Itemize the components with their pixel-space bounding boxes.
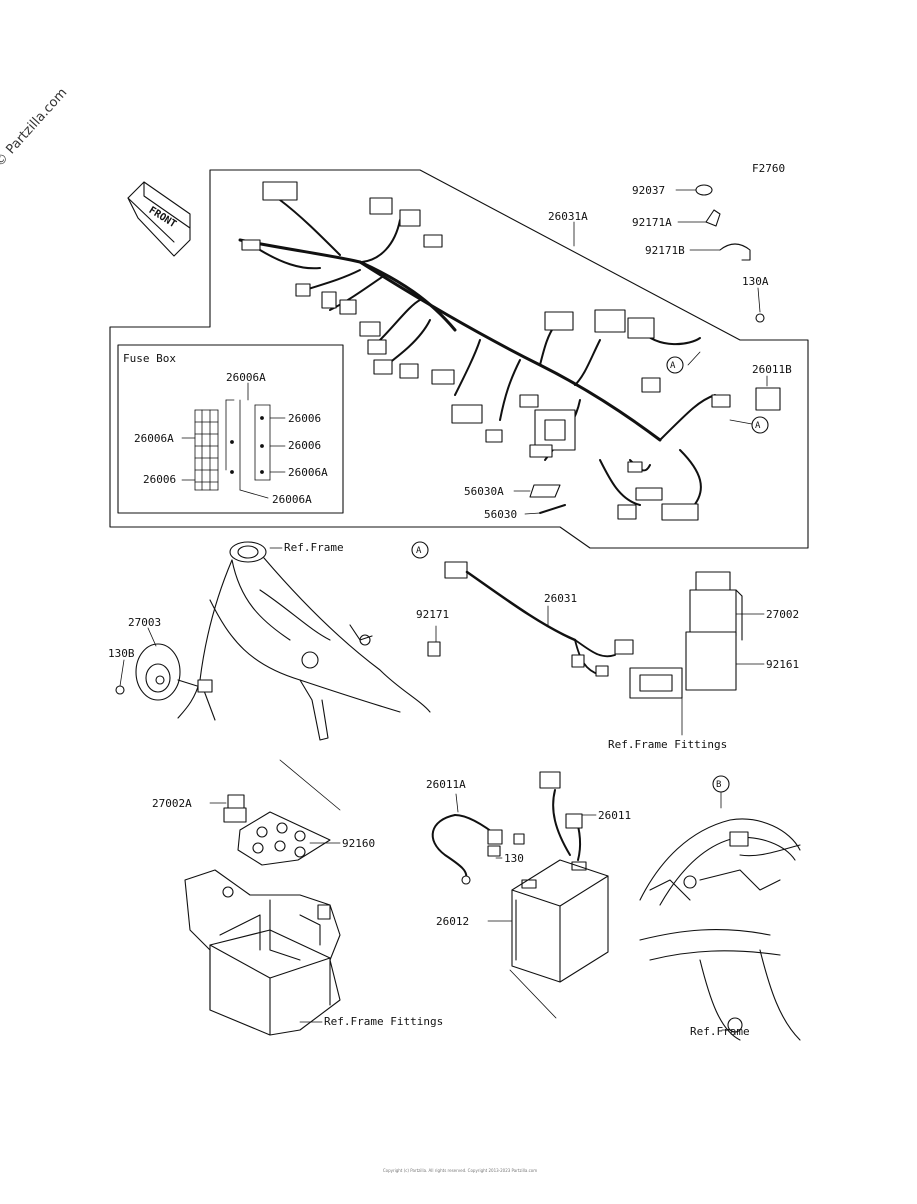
part-label-130B[interactable]: 130B	[108, 647, 135, 660]
part-label-26011[interactable]: 26011	[598, 809, 632, 822]
ref-frame-fittings-label-1[interactable]: Ref.Frame Fittings	[608, 738, 728, 751]
part-label-92037[interactable]: 92037	[632, 184, 666, 197]
part-26012-battery	[487, 859, 609, 983]
part-92037-shape	[695, 184, 713, 196]
part-92171B-shape	[719, 243, 751, 261]
part-label-130A[interactable]: 130A	[742, 275, 769, 288]
leader-26011A	[455, 793, 459, 813]
part-label-56030A[interactable]: 56030A	[464, 485, 504, 498]
part-label-92160[interactable]: 92160	[342, 837, 376, 850]
harness-connectors	[241, 181, 731, 521]
front-arrow-icon	[127, 181, 191, 257]
main-harness-26031A	[238, 238, 662, 442]
ref-frame-label-1[interactable]: Ref.Frame	[284, 541, 344, 554]
ref-frame-fittings-label-2[interactable]: Ref.Frame Fittings	[324, 1015, 444, 1028]
part-label-92171B[interactable]: 92171B	[645, 244, 685, 257]
part-26011-cable	[539, 771, 597, 861]
part-label-92171[interactable]: 92171	[416, 608, 450, 621]
footer-copyright: Copyright (c) Partzilla. All rights rese…	[382, 1168, 538, 1173]
fuse-box-title: Fuse Box	[123, 352, 176, 365]
fuse-box-frame	[117, 344, 344, 514]
part-26011B-shape	[755, 387, 781, 411]
part-27002-ecu	[689, 571, 743, 641]
battery-box-divider-1	[279, 759, 341, 811]
part-label-26031A[interactable]: 26031A	[548, 210, 588, 223]
callout-b-label: B	[716, 780, 722, 790]
part-label-26012[interactable]: 26012	[436, 915, 470, 928]
part-label-26031[interactable]: 26031	[544, 592, 578, 605]
part-56030A-shape	[529, 484, 561, 498]
part-label-56030[interactable]: 56030	[484, 508, 518, 521]
battery-box-divider-2	[509, 969, 557, 1019]
part-26031-cable	[411, 541, 634, 677]
part-92161-ecu	[629, 631, 737, 699]
part-26011A-cable	[431, 814, 525, 885]
part-130B-shape	[115, 685, 125, 695]
part-92160-pad	[237, 811, 331, 866]
part-label-27002[interactable]: 27002	[766, 608, 800, 621]
part-label-26006A-r3[interactable]: 26006A	[288, 466, 328, 479]
part-label-92171A[interactable]: 92171A	[632, 216, 672, 229]
leader-lines-top	[513, 189, 768, 515]
ref-frame-label-2[interactable]: Ref.Frame	[690, 1025, 750, 1038]
harness-outline	[109, 169, 809, 549]
part-130A-shape	[755, 313, 765, 323]
callout-a-label-3: A	[416, 546, 422, 556]
part-label-26006A-top[interactable]: 26006A	[226, 371, 266, 384]
part-92171A-shape	[705, 209, 721, 227]
part-label-26006A-bottom[interactable]: 26006A	[272, 493, 312, 506]
callout-a-label-2: A	[755, 421, 761, 431]
leader-lines-mid	[119, 547, 765, 736]
callout-a-label-1: A	[670, 361, 676, 371]
part-label-26006-left[interactable]: 26006	[143, 473, 177, 486]
part-label-26006-r1[interactable]: 26006	[288, 412, 322, 425]
part-label-130[interactable]: 130	[504, 852, 524, 865]
part-27003-horn	[135, 643, 213, 701]
part-label-26006A-left[interactable]: 26006A	[134, 432, 174, 445]
frame-drawing-2	[639, 775, 801, 1041]
callout-a-1	[666, 356, 684, 374]
part-label-27003[interactable]: 27003	[128, 616, 162, 629]
fuse-box-diagram	[181, 382, 286, 499]
part-56030-shape	[539, 504, 566, 514]
part-27002A-relay	[223, 794, 247, 823]
part-label-92161[interactable]: 92161	[766, 658, 800, 671]
frame-drawing-1	[177, 541, 441, 741]
part-label-26006-r2[interactable]: 26006	[288, 439, 322, 452]
battery-case	[184, 869, 341, 1036]
part-label-27002A[interactable]: 27002A	[152, 797, 192, 810]
part-label-26011B[interactable]: 26011B	[752, 363, 792, 376]
diagram-code: F2760	[752, 162, 786, 175]
callout-a-2	[751, 416, 769, 434]
part-label-26011A[interactable]: 26011A	[426, 778, 466, 791]
